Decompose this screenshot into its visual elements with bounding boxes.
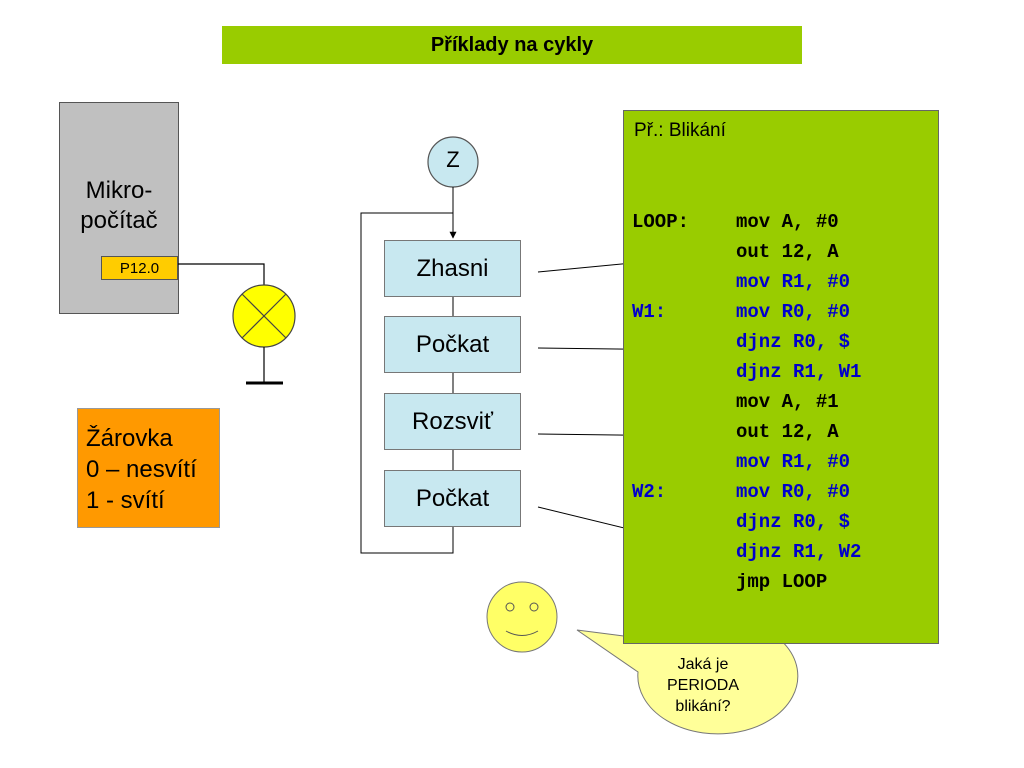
bulb-legend: Žárovka 0 – nesvítí 1 - svítí [77, 408, 220, 528]
speech-bubble-line2: PERIODA [666, 677, 739, 694]
code-line: W1: mov R0, #0 [632, 297, 850, 327]
code-line-label: W1: [632, 301, 667, 323]
code-line: W2: mov R0, #0 [632, 477, 850, 507]
code-header: Př.: Blikání [634, 120, 726, 141]
port-to-lamp-wire [178, 263, 265, 286]
code-line: mov R1, #0 [632, 267, 850, 297]
code-line: djnz R0, $ [632, 327, 850, 357]
code-line-instruction: out 12, A [736, 421, 839, 443]
slide-title: Příklady na cykly [222, 26, 802, 64]
step-zhasni: Zhasni [384, 240, 521, 297]
code-line-instruction: mov A, #0 [736, 211, 839, 233]
microcomputer-label-line2: počítač [80, 207, 158, 234]
code-line-instruction: mov R0, #0 [736, 481, 851, 503]
code-line-instruction: mov R1, #0 [736, 271, 851, 293]
speech-bubble-line1: Jaká je [677, 656, 729, 673]
code-line: djnz R1, W2 [632, 537, 861, 567]
microcomputer-label-line1: Mikro- [85, 177, 153, 204]
code-line-instruction: mov A, #1 [736, 391, 839, 413]
code-line-label: W2: [632, 481, 667, 503]
code-line-instruction: mov R1, #0 [736, 451, 851, 473]
port-label: P12.0 [101, 256, 178, 280]
bulb-legend-line2: 0 – nesvítí [86, 456, 197, 483]
code-line: djnz R1, W1 [632, 357, 861, 387]
start-node-label: Z [446, 147, 460, 172]
code-line: out 12, A [632, 417, 839, 447]
code-line-instruction: djnz R0, $ [736, 331, 851, 353]
step-pockat-2: Počkat [384, 470, 521, 527]
microcomputer-label: Mikro- počítač [59, 176, 179, 236]
speech-bubble-text: Jaká je PERIODA blikání? [648, 654, 758, 717]
loop-back-line [360, 212, 454, 554]
bulb-legend-line3: 1 - svítí [86, 487, 165, 514]
code-line-label: LOOP: [632, 211, 690, 233]
step-pockat-1: Počkat [384, 316, 521, 373]
code-line: mov A, #1 [632, 387, 839, 417]
code-line: mov R1, #0 [632, 447, 850, 477]
code-line-instruction: out 12, A [736, 241, 839, 263]
code-line-instruction: jmp LOOP [736, 571, 828, 593]
speech-bubble-line3: blikání? [675, 698, 731, 715]
code-line-instruction: djnz R0, $ [736, 511, 851, 533]
smiley-icon [486, 581, 558, 653]
code-line-instruction: djnz R1, W1 [736, 361, 862, 383]
code-line: LOOP: mov A, #0 [632, 207, 839, 237]
code-line-instruction: djnz R1, W2 [736, 541, 862, 563]
code-panel [623, 110, 939, 644]
code-line: out 12, A [632, 237, 839, 267]
step-rozsvit: Rozsviť [384, 393, 521, 450]
bulb-legend-line1: Žárovka [86, 425, 173, 452]
code-line: djnz R0, $ [632, 507, 850, 537]
code-line: jmp LOOP [632, 567, 827, 597]
code-line-instruction: mov R0, #0 [736, 301, 851, 323]
lamp-icon [232, 284, 296, 348]
